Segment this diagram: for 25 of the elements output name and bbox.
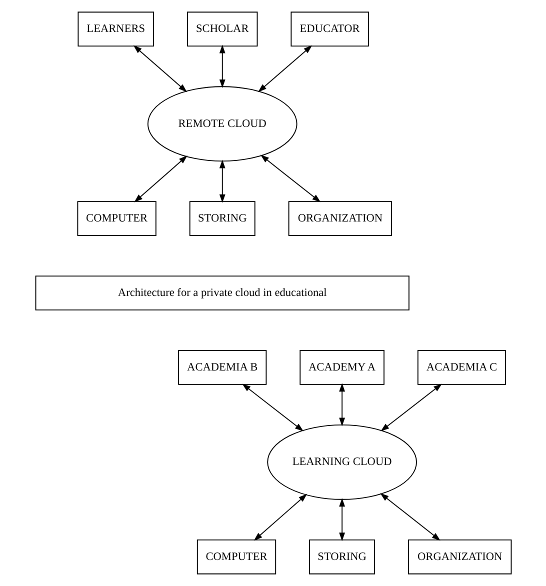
node-box: ORGANIZATION — [408, 539, 512, 574]
arrow — [132, 45, 187, 92]
node-box: ORGANIZATION — [288, 201, 392, 236]
arrow — [218, 160, 225, 203]
node-box: Architecture for a private cloud in educational — [34, 276, 409, 310]
arrow — [260, 154, 320, 202]
node-box: COMPUTER — [76, 201, 156, 236]
node-box: ACADEMIA B — [178, 350, 266, 385]
node-box: STORING — [308, 539, 375, 574]
node-box: ACADEMIA C — [416, 350, 506, 385]
node-box: SCHOLAR — [186, 12, 258, 47]
node-box: COMPUTER — [196, 539, 276, 574]
arrow — [242, 384, 303, 432]
node-box: STORING — [188, 201, 255, 236]
arrow — [338, 383, 345, 426]
arrow — [338, 498, 345, 542]
arrow — [258, 45, 312, 92]
node-box: LEARNERS — [77, 12, 154, 47]
node-box: EDUCATOR — [290, 12, 368, 47]
node-box: ACADEMY A — [299, 350, 384, 385]
arrow — [134, 156, 187, 202]
arrow — [380, 493, 440, 541]
arrow — [380, 384, 442, 432]
arrow — [253, 494, 307, 541]
arrow — [218, 44, 225, 88]
